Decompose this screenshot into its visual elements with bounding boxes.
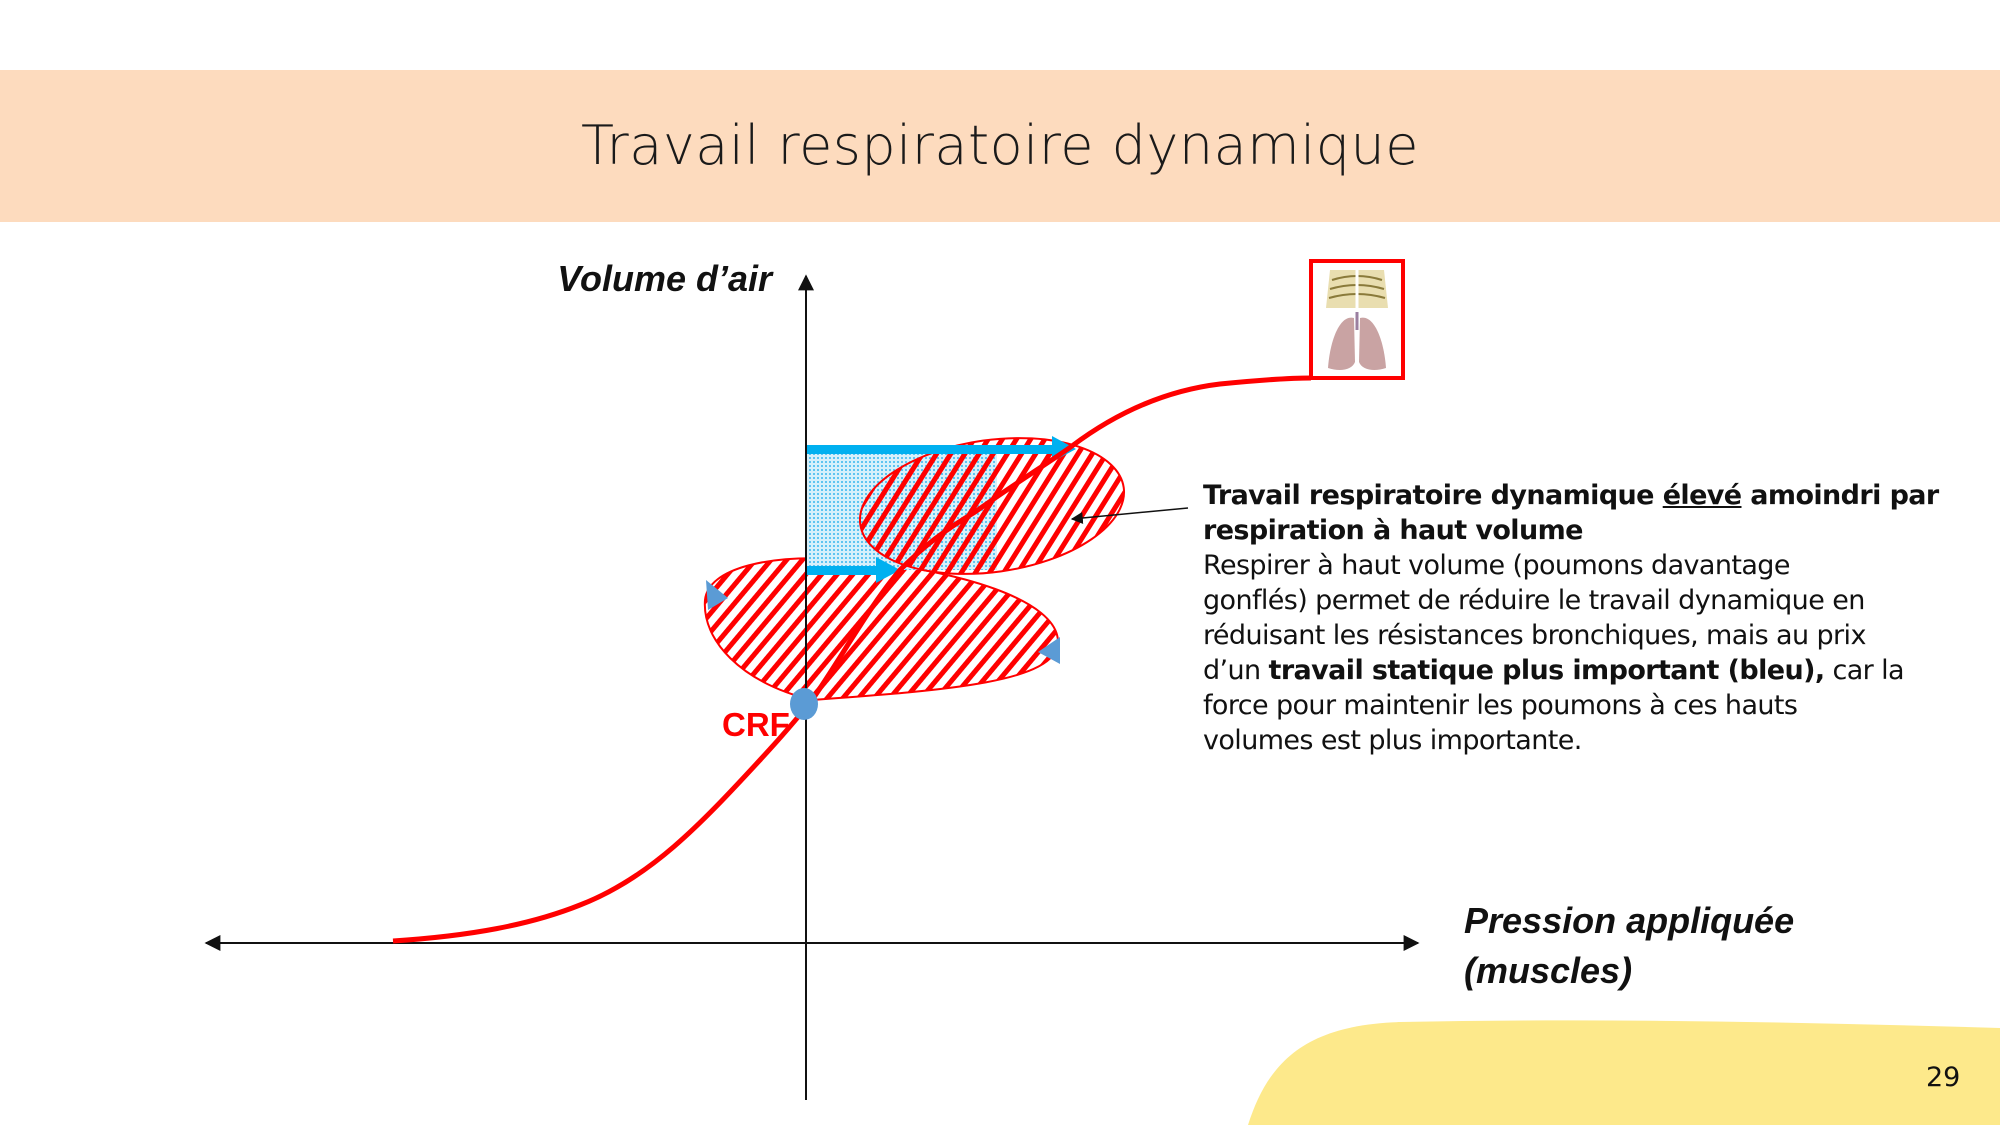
description-text: Travail respiratoire dynamique élevé amo… xyxy=(1203,478,1963,758)
description-segment: respiration à haut volume xyxy=(1203,515,1583,546)
y-axis-label: Volume d’air xyxy=(557,258,772,299)
direction-marker-left xyxy=(706,580,728,610)
annotation-pointer xyxy=(1070,507,1189,524)
corner-shape xyxy=(1248,1020,2000,1125)
description-segment: volumes est plus importante. xyxy=(1203,725,1582,756)
description-line: réduisant les résistances bronchiques, m… xyxy=(1203,618,1963,653)
description-segment: car la xyxy=(1824,655,1905,686)
description-line: Travail respiratoire dynamique élevé amo… xyxy=(1203,478,1963,513)
slide-title: Travail respiratoire dynamique xyxy=(581,114,1419,177)
description-line: Respirer à haut volume (poumons davantag… xyxy=(1203,548,1963,583)
description-segment: élevé xyxy=(1663,480,1742,511)
description-line: gonflés) permet de réduire le travail dy… xyxy=(1203,583,1963,618)
crf-point xyxy=(790,688,818,720)
description-segment: réduisant les résistances bronchiques, m… xyxy=(1203,620,1866,651)
description-segment: travail statique plus important (bleu), xyxy=(1268,655,1826,686)
pressure-volume-curve xyxy=(392,375,1312,944)
description-segment: Travail respiratoire dynamique xyxy=(1203,480,1663,511)
x-axis-label-line1: Pression appliquée xyxy=(1464,900,1795,941)
description-segment: force pour maintenir les poumons à ces h… xyxy=(1203,690,1798,721)
page-number: 29 xyxy=(1926,1062,1961,1093)
high-volume-work-loop xyxy=(858,437,1126,575)
description-segment: Respirer à haut volume (poumons davantag… xyxy=(1203,550,1790,581)
description-segment: gonflés) permet de réduire le travail dy… xyxy=(1203,585,1865,616)
description-segment: amoindri par xyxy=(1741,480,1939,511)
description-line: respiration à haut volume xyxy=(1203,513,1963,548)
static-work-arrow-bottom xyxy=(807,557,900,583)
x-axis-label: Pression appliquée (muscles) xyxy=(1464,896,1794,996)
title-band xyxy=(0,70,2000,222)
crf-label: CRF xyxy=(722,706,790,743)
x-axis-label-line2: (muscles) xyxy=(1464,950,1633,991)
description-line: volumes est plus importante. xyxy=(1203,723,1963,758)
description-segment: d’un xyxy=(1203,655,1269,686)
direction-marker-right xyxy=(1038,637,1060,664)
rib-cage-icon xyxy=(1326,270,1388,308)
thorax-lungs-image xyxy=(1309,259,1405,380)
underlined-text: élevé xyxy=(1662,480,1742,511)
description-line: force pour maintenir les poumons à ces h… xyxy=(1203,688,1963,723)
lungs-icon xyxy=(1328,312,1386,370)
description-line: d’un travail statique plus important (bl… xyxy=(1203,653,1963,688)
